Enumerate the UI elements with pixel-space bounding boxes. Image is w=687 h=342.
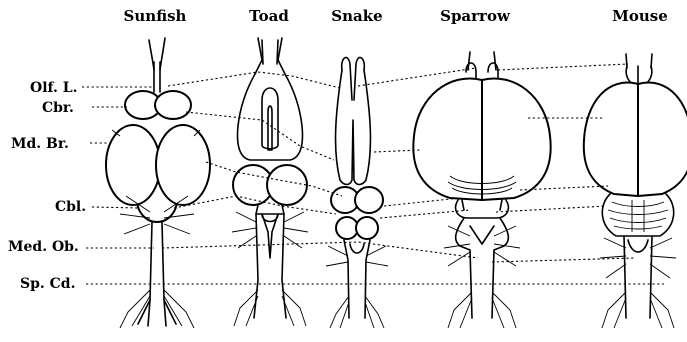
row-label-olfactory-lobe: Olf. L. [30, 80, 78, 96]
row-label-medulla: Med. Ob. [8, 239, 79, 255]
row-label-cerebrum: Cbr. [42, 100, 74, 116]
snake-brain [326, 57, 388, 328]
mouse-brain [584, 54, 687, 328]
column-label-mouse: Mouse [612, 7, 668, 25]
column-label-snake: Snake [331, 7, 382, 25]
toad-brain [232, 38, 308, 326]
row-label-midbrain: Md. Br. [11, 136, 69, 152]
column-label-toad: Toad [249, 7, 289, 25]
row-label-spinal-cord: Sp. Cd. [20, 276, 75, 292]
row-label-cerebellum: Cbl. [55, 199, 86, 215]
column-label-sunfish: Sunfish [124, 7, 187, 25]
column-label-sparrow: Sparrow [440, 7, 511, 25]
